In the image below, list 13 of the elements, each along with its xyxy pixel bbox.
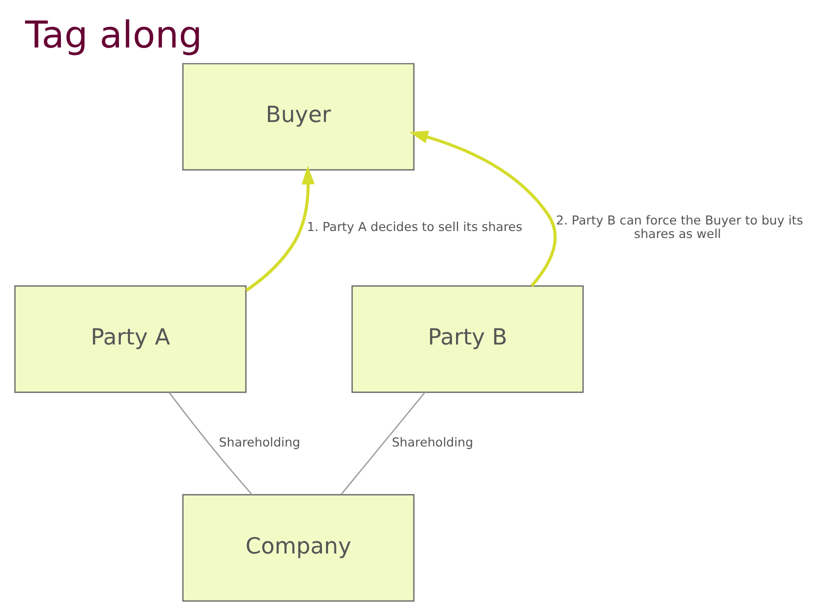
node-box: Party B <box>351 285 584 393</box>
node-box: Buyer <box>182 63 414 171</box>
edge-label: Shareholding <box>391 436 473 450</box>
edge-label: 2. Party B can force the Buyer to buy its shares as well <box>555 213 803 241</box>
edge-label: 1. Party A decides to sell its shares <box>306 220 522 234</box>
diagram-title: Tag along <box>24 14 202 57</box>
connector <box>340 392 425 495</box>
edge-label: Shareholding <box>218 436 300 450</box>
node-box: Party A <box>14 285 246 393</box>
connector <box>168 392 252 496</box>
arrow <box>408 130 556 287</box>
node-box: Company <box>182 494 414 602</box>
arrow <box>244 166 314 292</box>
